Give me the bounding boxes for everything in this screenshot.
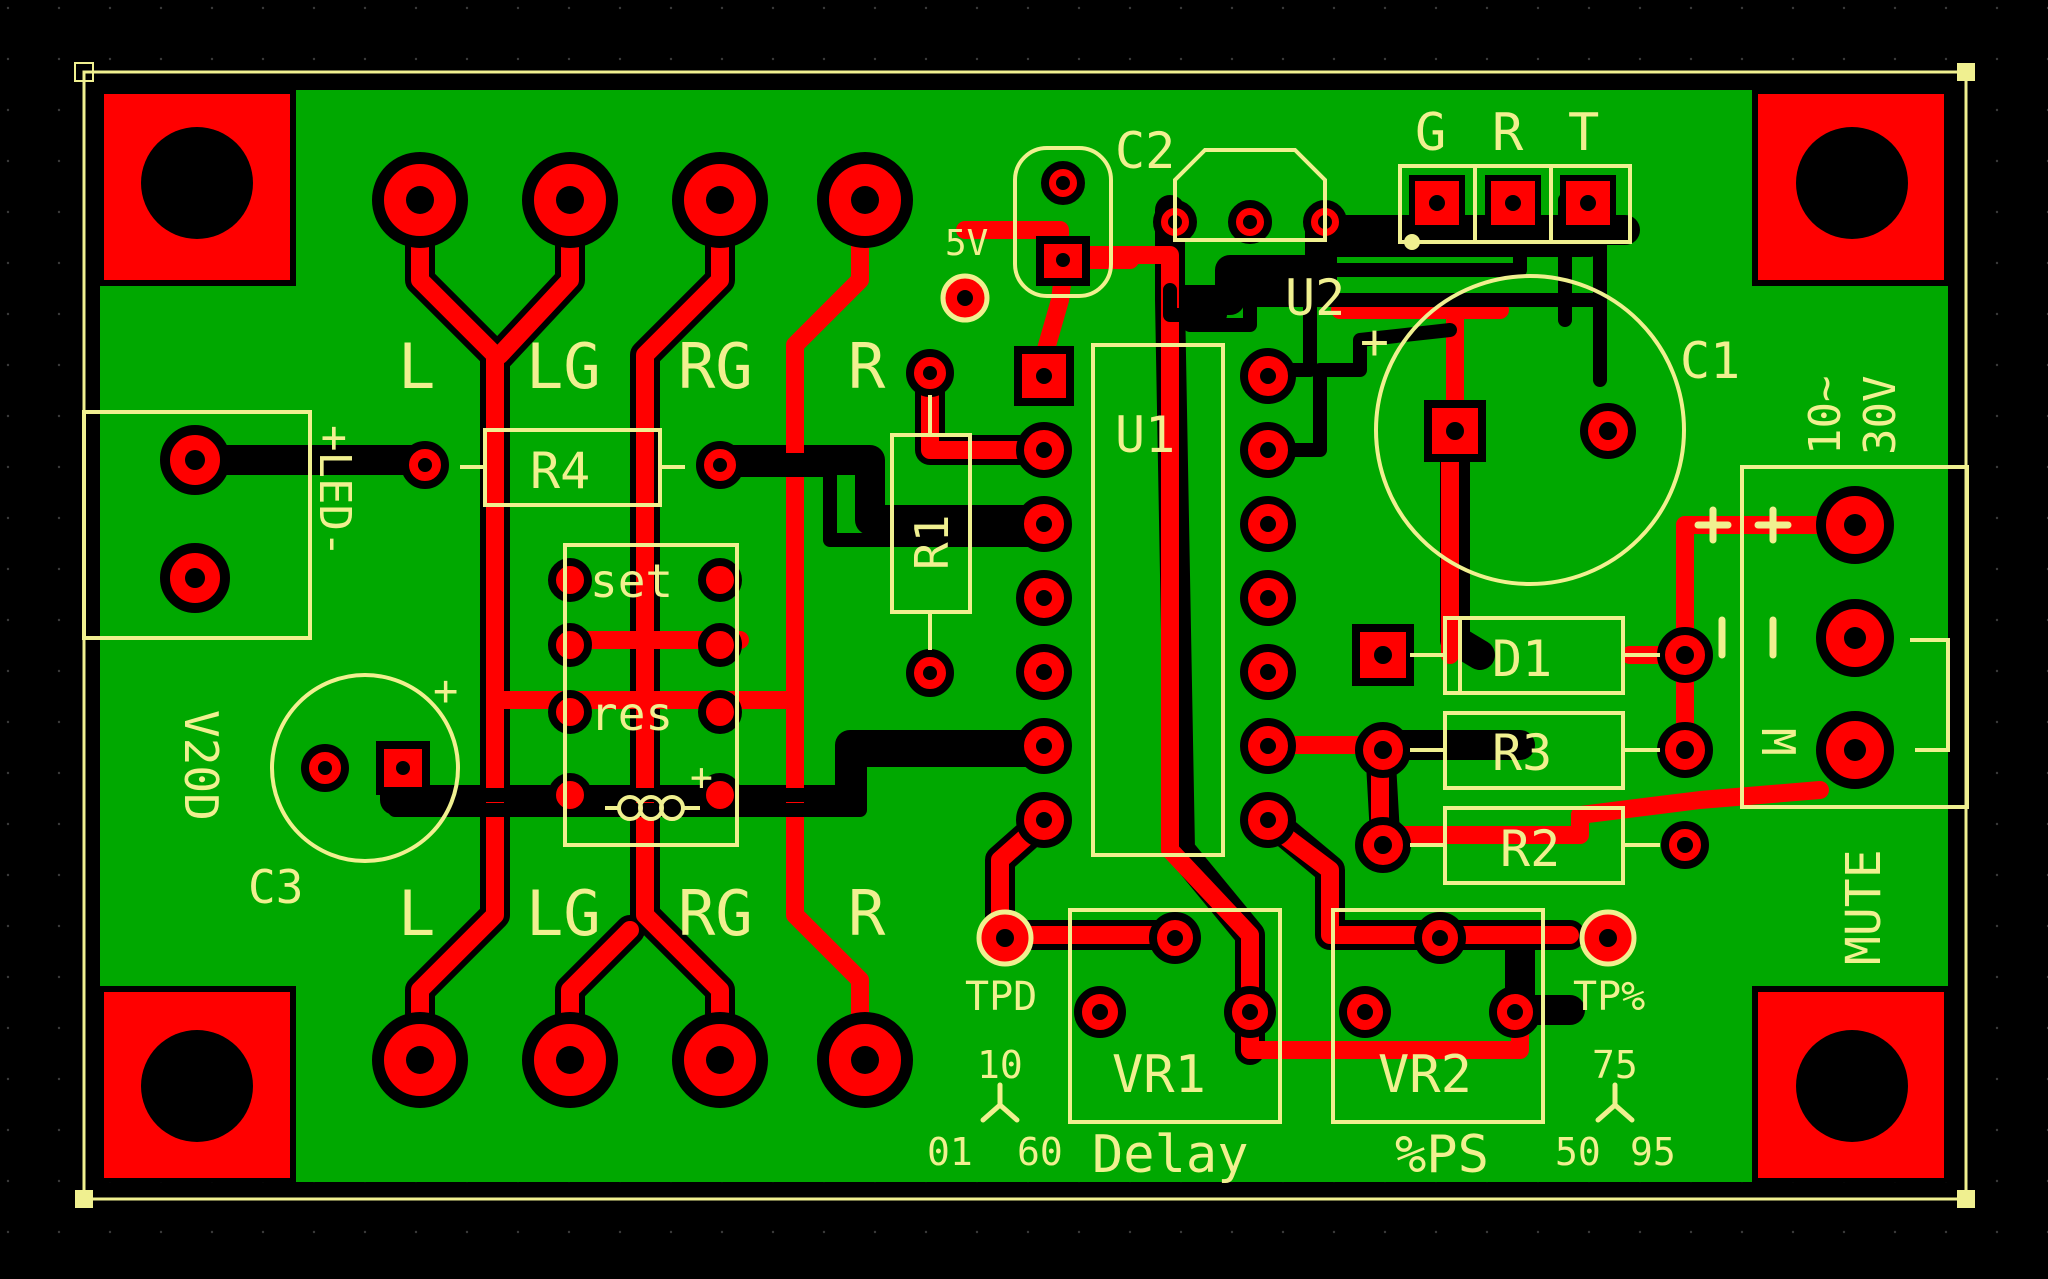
label-top-rg: RG [678, 330, 753, 403]
label-bottom-r: R [848, 877, 886, 950]
label-supply-10: 10~ [1800, 376, 1851, 455]
mounting-holes [100, 90, 1948, 1182]
label-bottom-lg: LG [526, 877, 601, 950]
relay-label-res: res [590, 687, 673, 741]
label-m-pin: M [1751, 728, 1805, 756]
pot-scale-glyphs [980, 1082, 1635, 1123]
ps-scale-50: 50 [1555, 1130, 1601, 1174]
silkscreen-outlines [82, 146, 1969, 1124]
label-tpd: TPD [965, 974, 1037, 1020]
label-r2: R2 [1500, 820, 1560, 878]
label-ps: %PS [1395, 1125, 1489, 1185]
label-c3-plus: + [433, 666, 458, 715]
label-led: +LED- [309, 425, 360, 557]
label-u2: U2 [1285, 269, 1345, 327]
relay-label-set: set [590, 554, 673, 608]
label-vr1: VR1 [1112, 1045, 1206, 1105]
label-top-l: L [398, 330, 435, 403]
outline-corner-marker [1957, 63, 1975, 81]
relay-coil-symbol [605, 795, 700, 821]
label-top-lg: LG [526, 330, 601, 403]
ps-scale-75: 75 [1592, 1043, 1638, 1087]
delay-scale-01: 01 [927, 1130, 973, 1174]
delay-scale-10: 10 [977, 1043, 1023, 1087]
label-r: R [1492, 103, 1524, 163]
label-delay: Delay [1092, 1125, 1249, 1185]
label-bottom-rg: RG [678, 877, 753, 950]
label-tp-pct: TP% [1573, 974, 1645, 1020]
label-u1: U1 [1115, 406, 1175, 464]
label-r1: R1 [905, 515, 959, 570]
label-vr2: VR2 [1378, 1045, 1472, 1105]
label-r3: R3 [1492, 724, 1552, 782]
delay-scale-60: 60 [1017, 1130, 1063, 1174]
pads [160, 152, 1894, 1108]
label-c1: C1 [1680, 332, 1740, 390]
power-polarity-marks [1694, 506, 1792, 659]
outline-corner-marker [74, 62, 94, 82]
label-mute: MUTE [1836, 849, 1892, 965]
label-bottom-l: L [398, 877, 435, 950]
ps-scale-95: 95 [1630, 1130, 1676, 1174]
outline-corner-marker [75, 1190, 93, 1208]
label-c3: C3 [248, 860, 303, 914]
label-v20d: V20D [174, 710, 228, 821]
outline-corner-marker [1957, 1190, 1975, 1208]
label-r4: R4 [530, 442, 590, 500]
label-supply-30v: 30V [1855, 376, 1906, 455]
relay-label-plus: + [690, 755, 713, 799]
label-g: G [1415, 103, 1446, 163]
label-top-r: R [848, 330, 886, 403]
label-5v: 5V [945, 223, 988, 264]
label-d1: D1 [1492, 630, 1552, 688]
label-c1-plus: + [1360, 314, 1389, 370]
label-c2: C2 [1115, 122, 1175, 180]
label-t: T [1568, 103, 1599, 163]
